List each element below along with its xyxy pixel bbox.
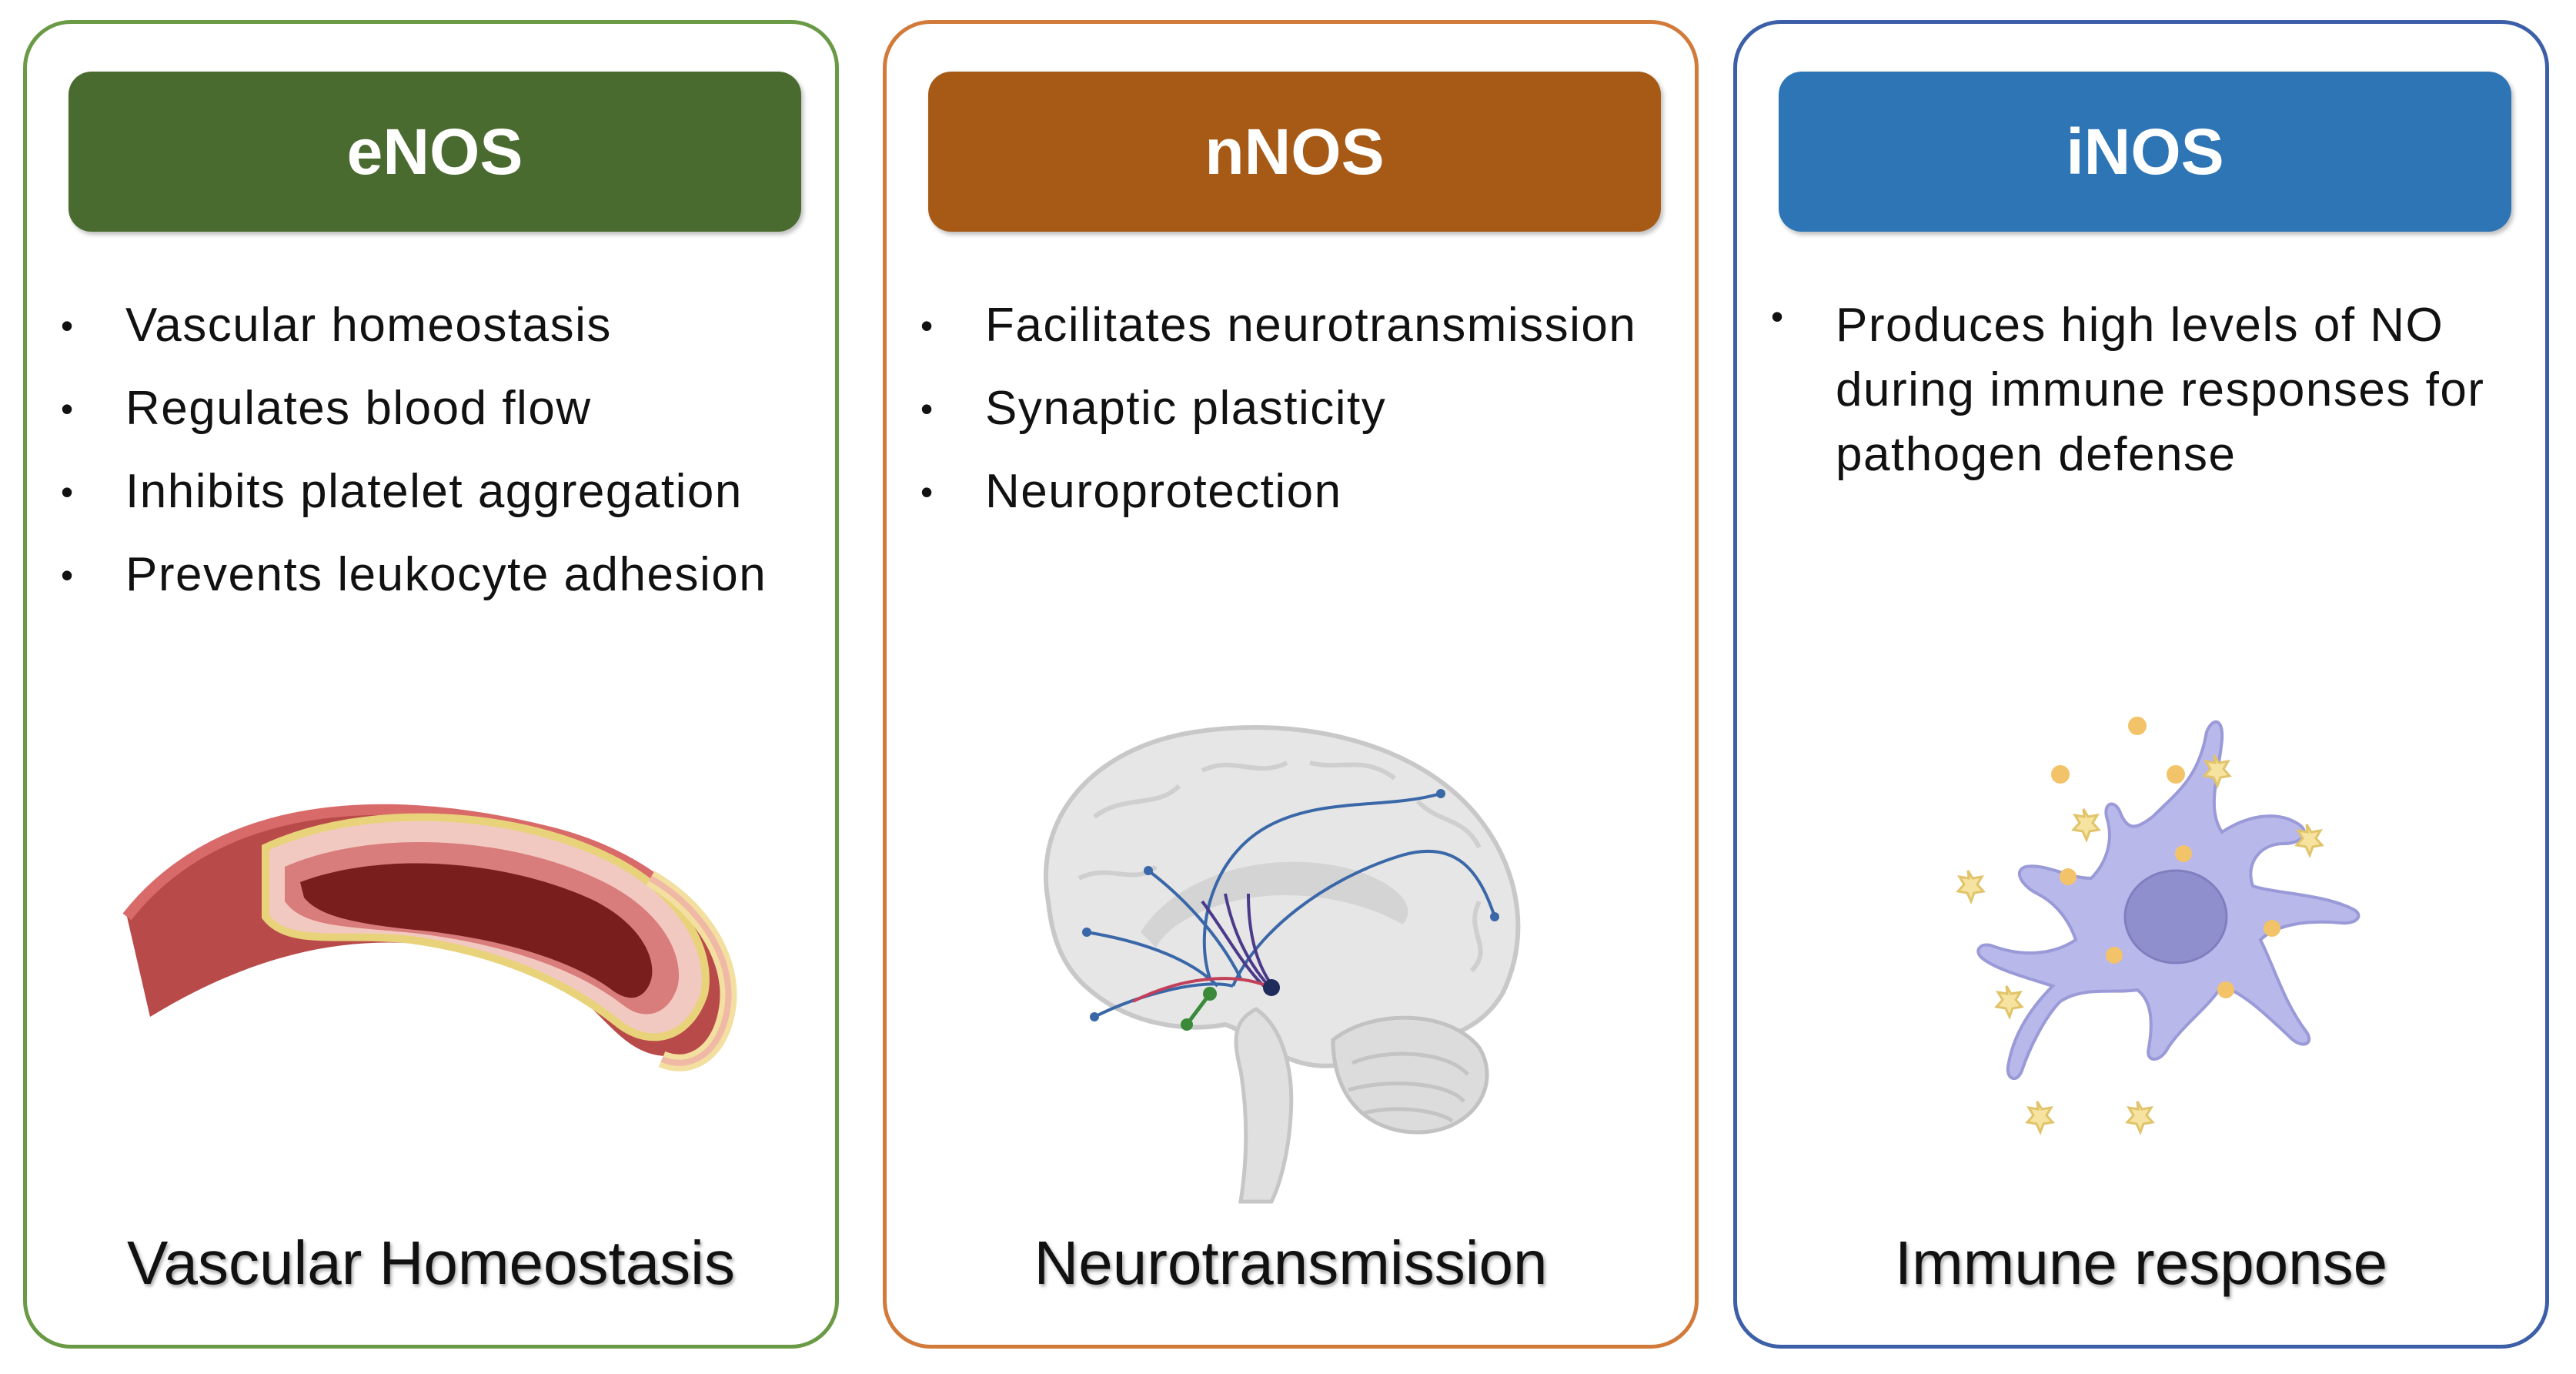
panel-enos: eNOS Vascular homeostasis Regulates bloo… — [23, 20, 839, 1349]
blood-vessel-icon — [122, 804, 737, 1071]
bullet-item: Regulates blood flow — [45, 367, 823, 450]
panel-header-enos: eNOS — [68, 72, 801, 232]
bullet-item: Neuroprotection — [905, 450, 1682, 533]
immune-cell-icon — [1956, 717, 2360, 1135]
panel-footer-enos: Vascular Homeostasis — [127, 1229, 735, 1297]
panel-footer-inos: Immune response — [1894, 1229, 2388, 1297]
bullet-list-enos: Vascular homeostasis Regulates blood flo… — [45, 284, 823, 617]
bullet-item: Prevents leukocyte adhesion — [45, 533, 823, 617]
bullet-list-nnos: Facilitates neurotransmission Synaptic p… — [905, 284, 1682, 533]
brain-icon — [1043, 725, 1521, 1204]
bullet-item: Facilitates neurotransmission — [905, 284, 1682, 367]
panel-footer-nnos: Neurotransmission — [1034, 1229, 1548, 1297]
bullet-list-inos: Produces high levels of NO during immune… — [1756, 284, 2533, 487]
panel-nnos: nNOS Facilitates neurotransmission Synap… — [883, 20, 1699, 1349]
panel-header-inos: iNOS — [1779, 72, 2511, 232]
bullet-item: Vascular homeostasis — [45, 284, 823, 367]
panel-header-nnos: nNOS — [928, 72, 1661, 232]
bullet-item: Inhibits platelet aggregation — [45, 450, 823, 533]
panel-inos: iNOS Produces high levels of NO during i… — [1733, 20, 2549, 1349]
bullet-item: Produces high levels of NO during immune… — [1756, 284, 2533, 487]
bullet-item: Synaptic plasticity — [905, 367, 1682, 450]
